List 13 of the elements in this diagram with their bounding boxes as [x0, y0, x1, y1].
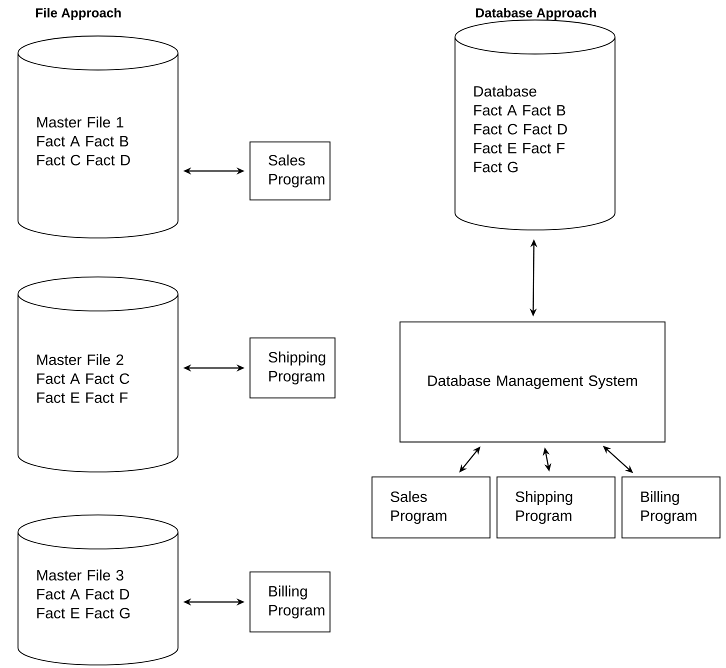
cylinder: Database Fact A Fact B Fact C Fact D Fact E Fact F Fact G: [454, 20, 616, 230]
program-box: Shipping Program: [250, 338, 336, 398]
cylinder: Master File 1 Fact A Fact B Fact C Fact D: [18, 36, 178, 238]
cylinder: Master File 2 Fact A Fact C Fact E Fact F: [18, 276, 178, 472]
heading: Database Approach: [476, 8, 596, 20]
program-box: Database Management System: [400, 322, 666, 442]
cylinder: Master File 3 Fact A Fact D Fact E Fact G: [18, 514, 178, 666]
program-box: Sales Program: [372, 476, 490, 538]
program-box: Billing Program: [622, 476, 720, 538]
program-box: Sales Program: [250, 142, 330, 200]
program-box: Shipping Program: [496, 476, 616, 538]
program-box: Billing Program: [250, 572, 330, 632]
heading: File Approach: [36, 8, 121, 20]
